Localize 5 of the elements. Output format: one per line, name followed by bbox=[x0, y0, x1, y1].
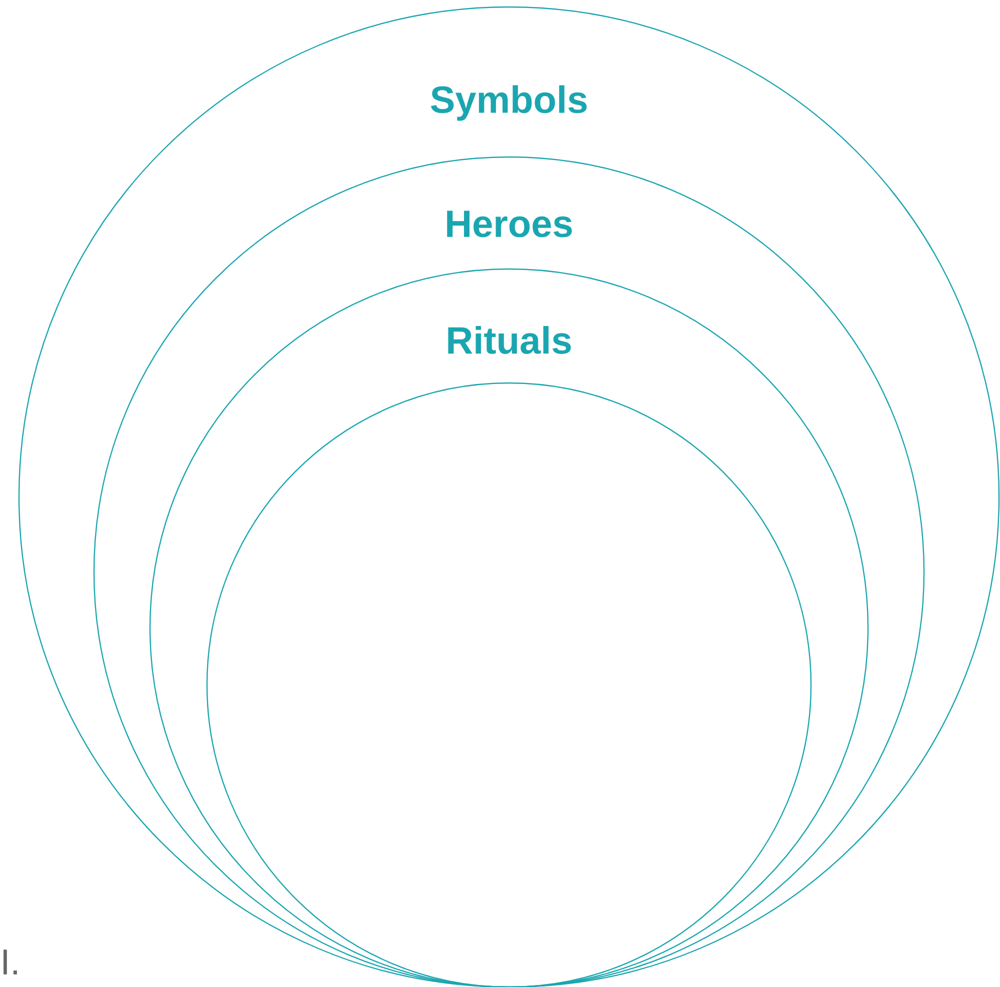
ring-label: Symbols bbox=[430, 85, 587, 121]
ring-label: Rituals bbox=[448, 326, 571, 354]
note-label: I. bbox=[4, 950, 17, 974]
ring-label: Heroes bbox=[447, 210, 572, 238]
ring bbox=[206, 382, 812, 987]
